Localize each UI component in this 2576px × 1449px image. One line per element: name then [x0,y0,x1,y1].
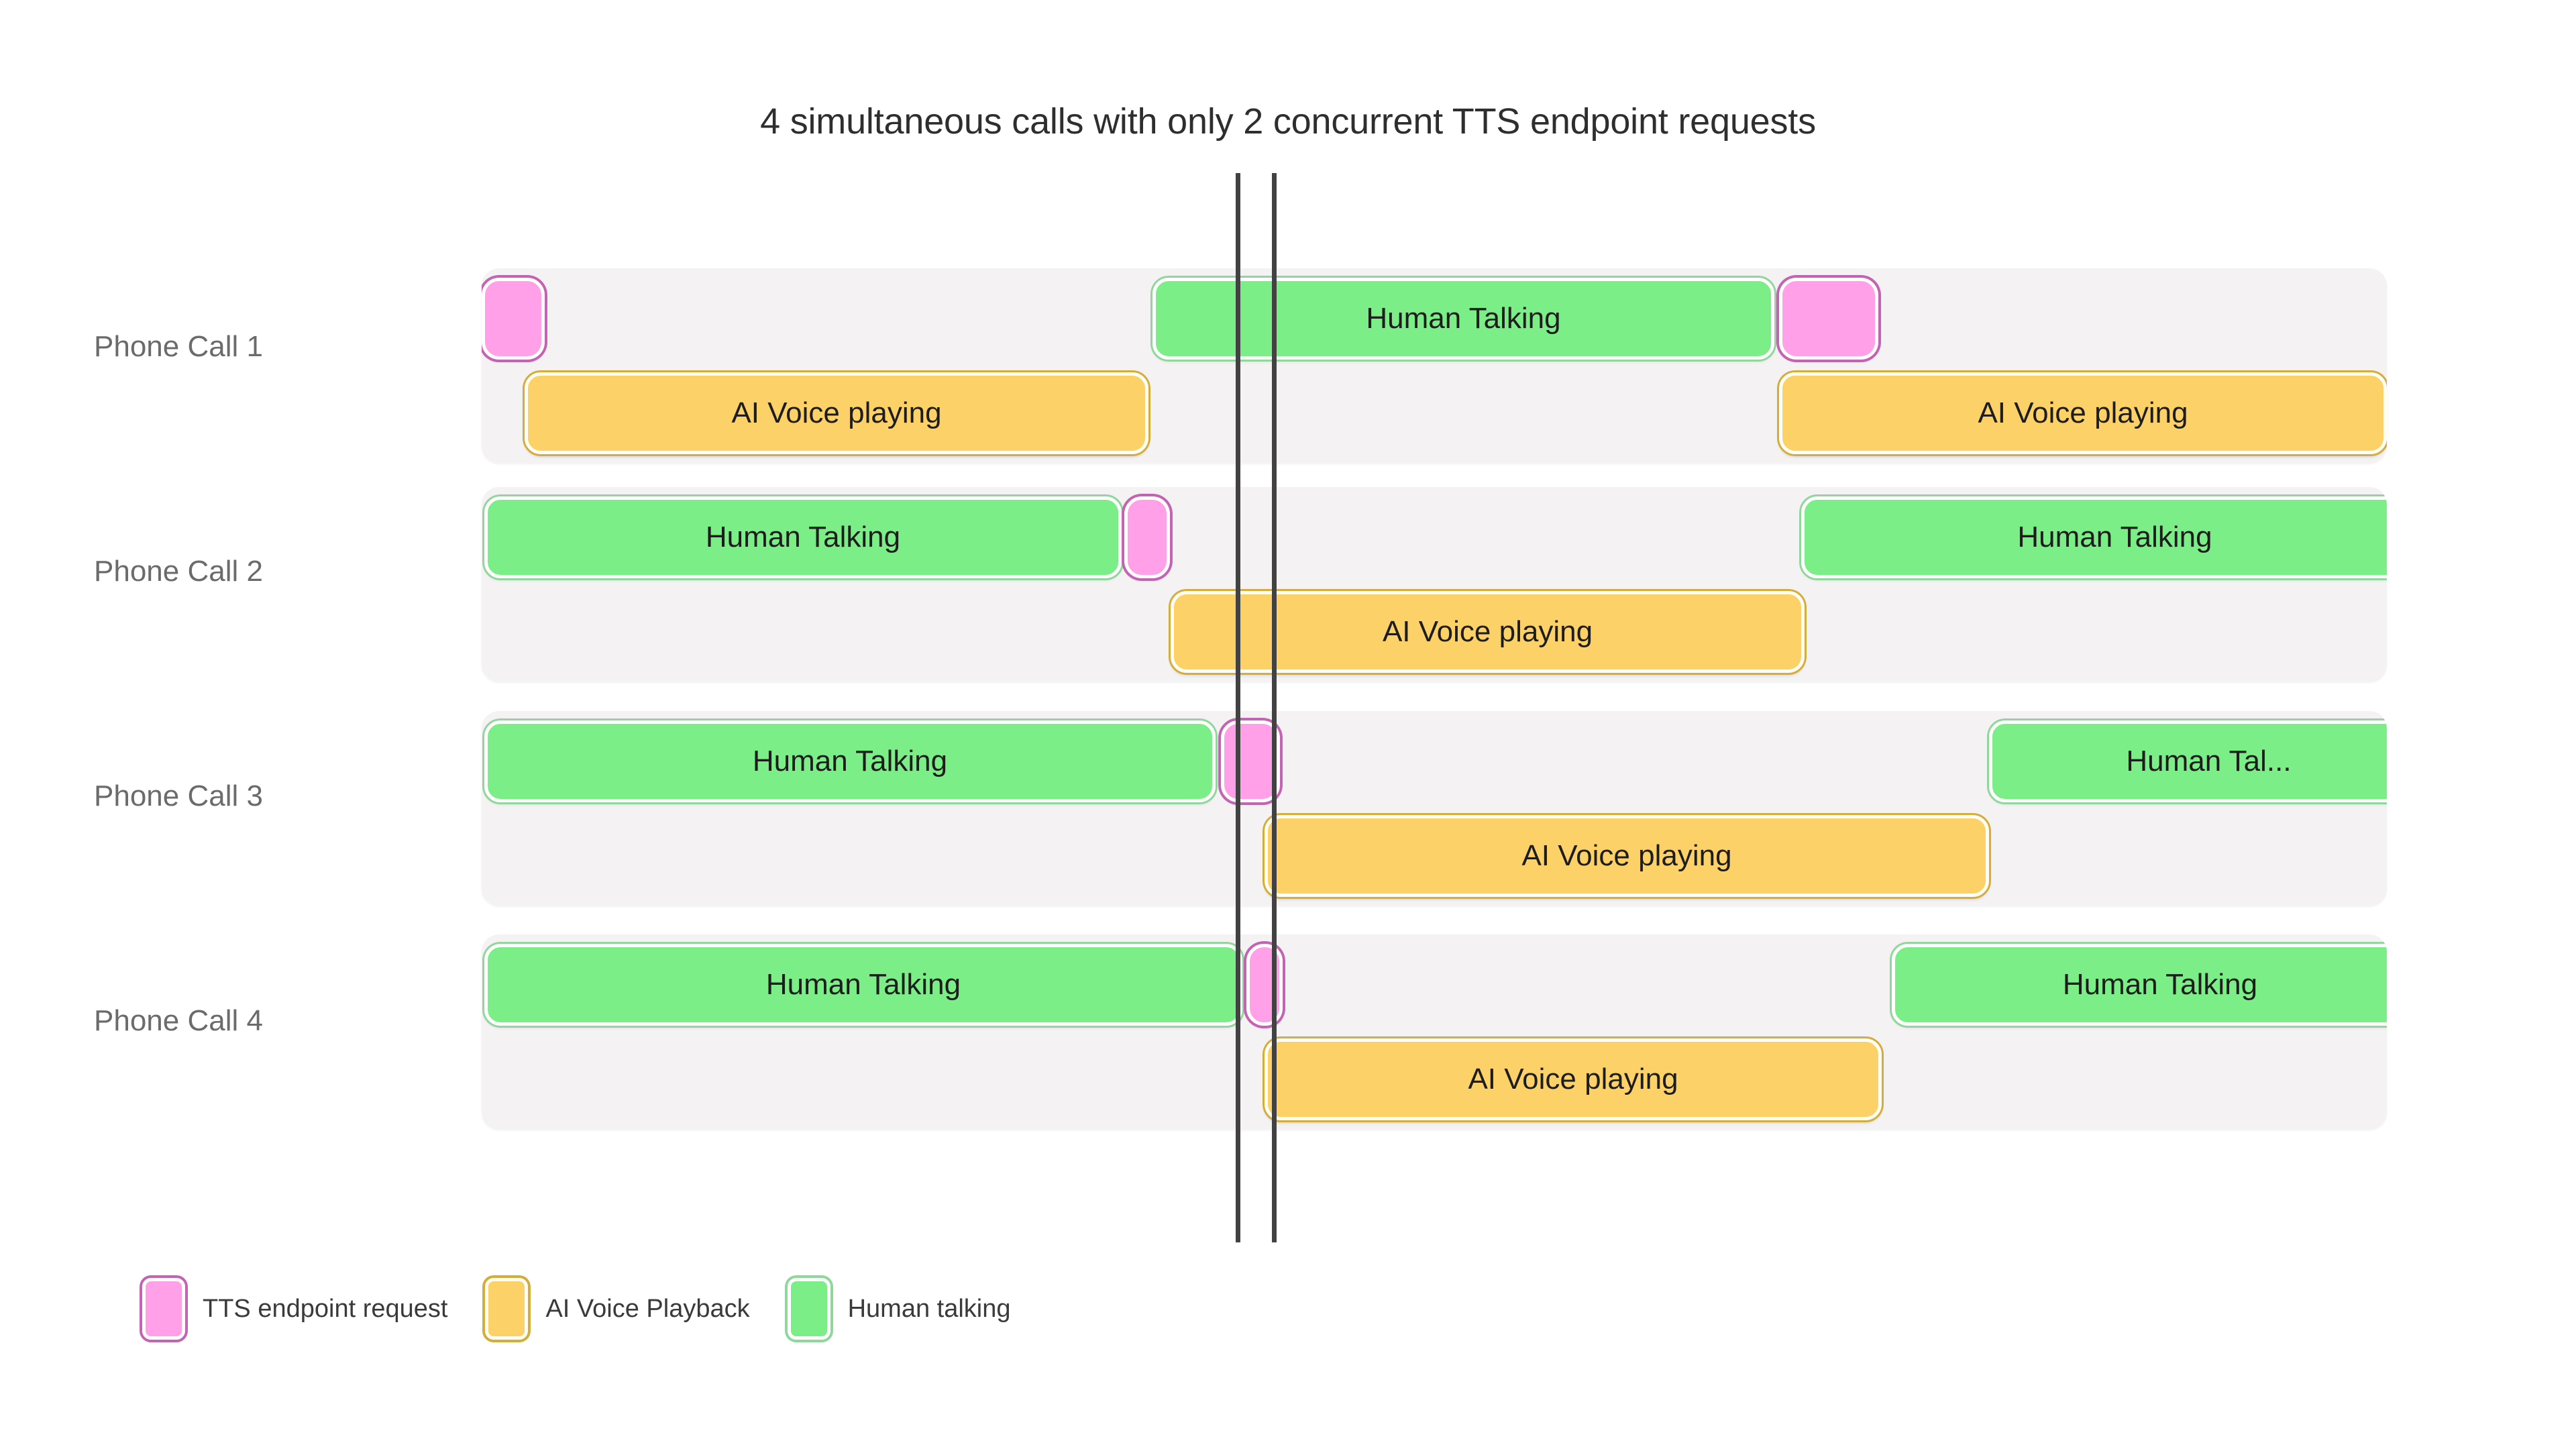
row-label-phone-call-2: Phone Call 2 [94,555,263,588]
row-label-phone-call-3: Phone Call 3 [94,780,263,812]
bar-label: Human Talking [765,968,961,1001]
tts-endpoint-request-bar[interactable] [1221,720,1280,802]
human-talking-bar[interactable]: Human Talking [1892,944,2387,1026]
row-label-phone-call-4: Phone Call 4 [94,1004,263,1037]
human-talking-bar[interactable]: Human Talking [1152,278,1774,360]
concurrency-marker-1 [1236,173,1240,1242]
concurrency-marker-2 [1272,173,1277,1242]
tts-endpoint-request-bar[interactable] [1779,278,1878,360]
bar-label: AI Voice playing [731,396,942,429]
tts-endpoint-request-bar[interactable] [482,278,545,360]
ai-voice-playback-bar[interactable]: AI Voice playing [525,372,1148,454]
bar-label: Human Talking [705,521,901,553]
row-bars: Human Talking Human Talking AI Voice playi… [482,487,2387,682]
human-talking-bar[interactable]: Human Tal... [1989,720,2387,802]
ai-voice-playback-bar[interactable]: AI Voice playing [1171,591,1805,673]
row-bars: Human Talking Human Talking AI Voice playi… [482,934,2387,1129]
legend-item-human[interactable]: Human talking [787,1278,1011,1340]
bar-label: AI Voice playing [1382,615,1593,648]
legend-item-ai[interactable]: AI Voice Playback [485,1278,750,1340]
legend-label: Human talking [847,1294,1011,1323]
ai-voice-playback-bar[interactable]: AI Voice playing [1265,1038,1882,1120]
human-talking-bar[interactable]: Human Talking [484,720,1216,802]
bar-label: AI Voice playing [1468,1063,1678,1095]
tts-endpoint-request-bar[interactable] [1246,944,1283,1026]
bar-label: Human Talking [2017,521,2212,553]
row-bars: Human Talking AI Voice playing AI Voice pl… [482,268,2387,463]
legend: TTS endpoint request AI Voice Playback Hum… [142,1278,1049,1340]
legend-swatch-human-icon [787,1278,830,1340]
legend-label: AI Voice Playback [545,1294,750,1323]
legend-item-tts[interactable]: TTS endpoint request [142,1278,447,1340]
bar-label: AI Voice playing [1521,839,1732,872]
human-talking-bar[interactable]: Human Talking [484,496,1122,578]
bar-label: Human Talking [2062,968,2258,1001]
human-talking-bar[interactable]: Human Talking [484,944,1242,1026]
row-bars: Human Talking Human Tal... AI Voice playin… [482,711,2387,906]
legend-swatch-ai-icon [485,1278,529,1340]
ai-voice-playback-bar[interactable]: AI Voice playing [1265,815,1989,897]
row-label-phone-call-1: Phone Call 1 [94,330,263,363]
bar-label: AI Voice playing [1978,396,2188,429]
human-talking-bar[interactable]: Human Talking [1801,496,2387,578]
bar-label: Human Talking [752,745,948,777]
ai-voice-playback-bar[interactable]: AI Voice playing [1779,372,2387,454]
legend-label: TTS endpoint request [203,1294,448,1323]
page-title: 4 simultaneous calls with only 2 concurr… [760,101,1816,142]
legend-swatch-tts-icon [142,1278,185,1340]
tts-endpoint-request-bar[interactable] [1124,496,1170,578]
bar-label: Human Tal... [2126,745,2292,777]
bar-label: Human Talking [1366,302,1561,335]
